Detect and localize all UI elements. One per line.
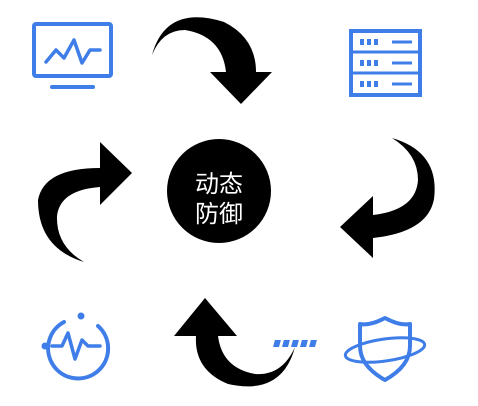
center-circle — [167, 139, 271, 243]
server-rack-icon — [349, 29, 422, 97]
top-curved-arrow — [152, 17, 272, 104]
center-label-line2: 防御 — [195, 200, 243, 228]
left-curved-arrow — [38, 142, 132, 262]
monitor-chart-icon — [32, 22, 113, 89]
shield-orbit-icon — [273, 316, 427, 382]
right-curved-arrow — [340, 138, 435, 258]
center-label-line1: 动态 — [195, 170, 243, 198]
heartbeat-monitor-icon — [41, 312, 111, 381]
bottom-curved-arrow — [174, 298, 295, 387]
